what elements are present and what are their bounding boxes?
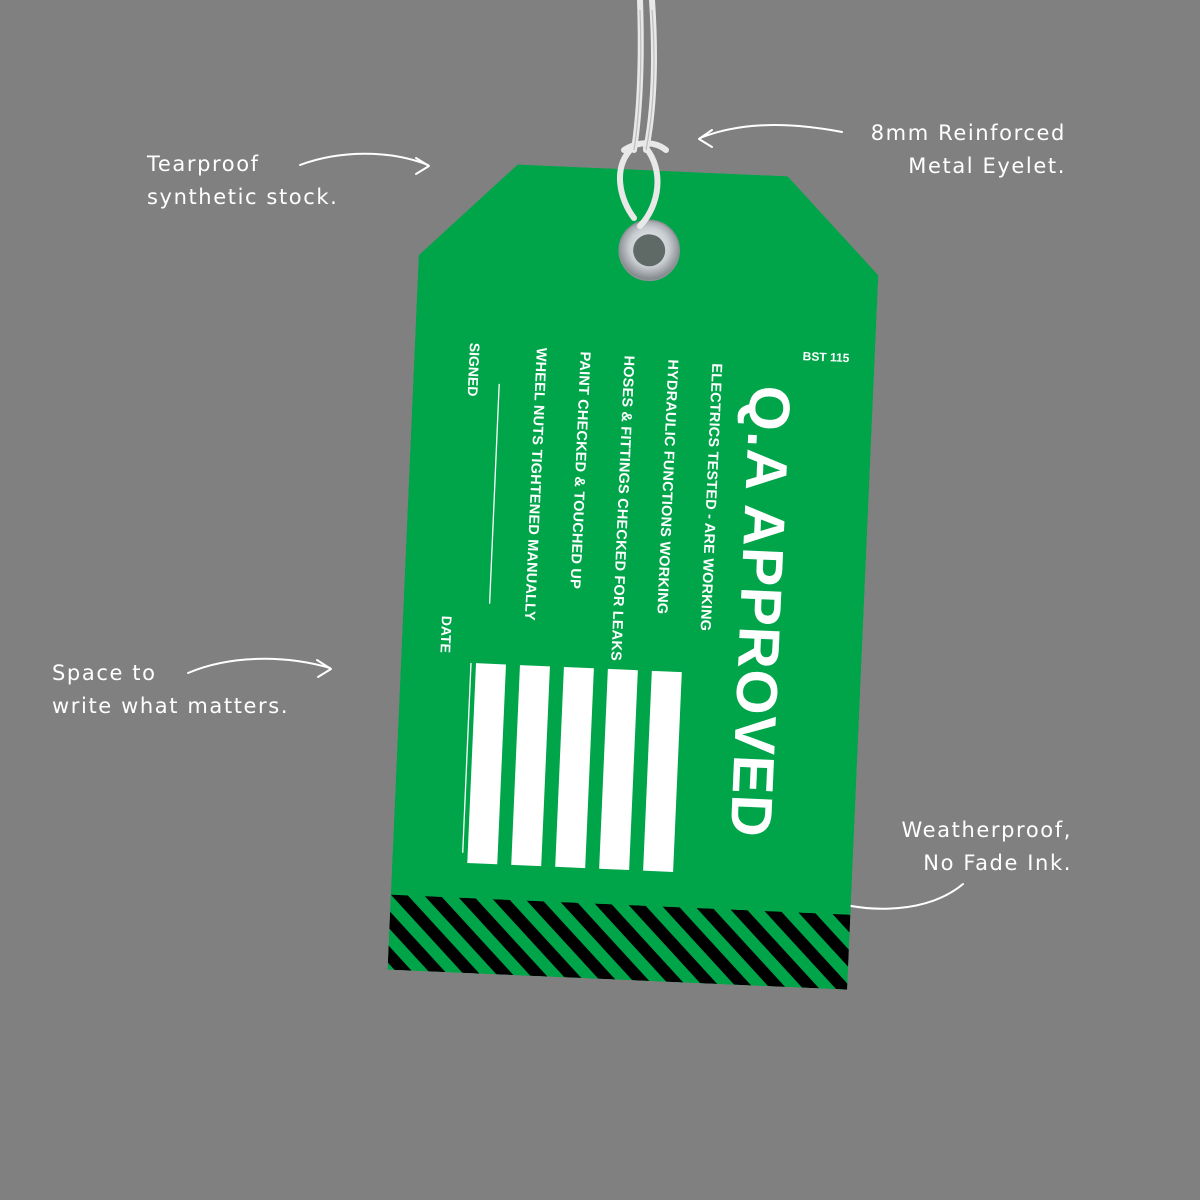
hazard-stripe [387, 894, 446, 973]
hazard-stripe [798, 912, 851, 990]
hazard-stripe [526, 900, 616, 980]
hazard-stripe [387, 894, 412, 971]
callout-weather-line-1: Weatherproof, [901, 818, 1072, 842]
callout-space-line-2: write what matters. [52, 694, 290, 718]
hazard-stripe [730, 909, 820, 989]
hazard-stripe [764, 910, 851, 990]
callout-tearproof-line-2: synthetic stock. [147, 185, 339, 209]
checkbox-group [467, 663, 682, 872]
hazard-stripe [390, 894, 480, 974]
hazard-stripe [560, 902, 650, 982]
tag-code: BST 115 [802, 349, 850, 366]
checkbox [511, 665, 550, 867]
callout-space: Space to write what matters. [52, 657, 289, 723]
date-line [462, 662, 472, 853]
signed-label: SIGNED [464, 342, 483, 397]
callout-weather-line-2: No Fade Ink. [923, 851, 1072, 875]
qa-tag: BST 115 Q.A APPROVED ELECTRICS TESTED - … [387, 160, 883, 990]
hazard-stripe [594, 903, 684, 983]
date-label: DATE [437, 615, 456, 654]
hazard-stripes [387, 894, 882, 990]
callout-tearproof-line-1: Tearproof [147, 152, 260, 176]
callout-eyelet-line-1: 8mm Reinforced [870, 121, 1066, 145]
callout-tearproof: Tearproof synthetic stock. [147, 148, 338, 214]
hazard-stripe [458, 897, 548, 977]
hazard-stripe [492, 899, 582, 979]
callout-weather: Weatherproof, No Fade Ink. [850, 814, 1072, 880]
callout-space-line-1: Space to [52, 661, 157, 685]
checkbox [467, 663, 506, 865]
hazard-stripe [628, 905, 718, 984]
tag-body [387, 164, 882, 990]
curved-arrow-icon [698, 124, 843, 148]
hazard-stripe [424, 896, 514, 976]
callout-eyelet-line-2: Metal Eyelet. [908, 154, 1066, 178]
checkbox [599, 668, 638, 871]
checkbox [643, 670, 682, 872]
hazard-stripe [662, 906, 752, 986]
hazard-stripe [696, 908, 786, 987]
signed-line [488, 383, 500, 604]
checkbox [555, 666, 594, 869]
tag-shape [387, 164, 879, 990]
callout-eyelet: 8mm Reinforced Metal Eyelet. [830, 117, 1066, 183]
hazard-stripe [863, 915, 882, 989]
